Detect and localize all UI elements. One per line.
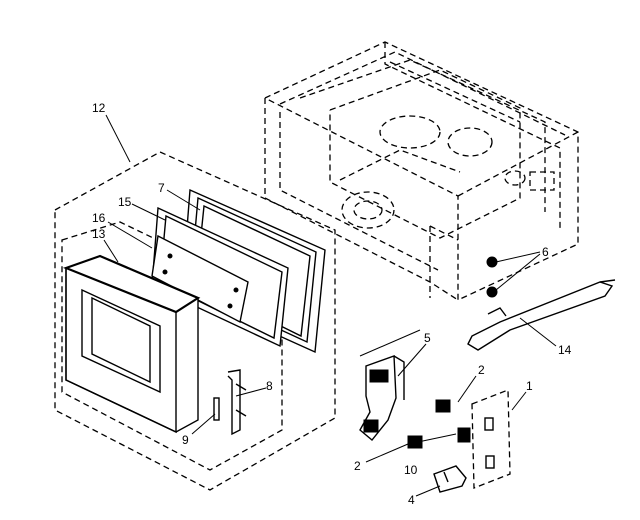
lever-arm xyxy=(467,279,616,351)
callout-5: 5 xyxy=(424,331,431,345)
switch-bracket xyxy=(359,355,405,441)
switch-group-outline xyxy=(471,389,511,489)
callout-10: 10 xyxy=(404,463,418,477)
switch-mount xyxy=(433,465,467,493)
callout-7: 7 xyxy=(158,181,165,195)
callout-14: 14 xyxy=(558,343,572,357)
callout-2a: 2 xyxy=(478,363,485,377)
leader-lines xyxy=(103,114,557,497)
callout-13: 13 xyxy=(92,227,106,241)
door-assembly-outline xyxy=(54,151,336,491)
callout-1: 1 xyxy=(526,379,533,393)
callout-labels: 12 7 15 16 13 8 9 6 14 5 2 1 2 10 4 xyxy=(92,101,572,507)
interlock-switches xyxy=(407,399,471,449)
callout-4: 4 xyxy=(408,493,415,507)
latch-spring xyxy=(213,397,220,421)
callout-9: 9 xyxy=(182,433,189,447)
callout-16: 16 xyxy=(92,211,106,225)
door-panel xyxy=(151,234,249,324)
callout-6: 6 xyxy=(542,245,549,259)
callout-8: 8 xyxy=(266,379,273,393)
callout-2b: 2 xyxy=(354,459,361,473)
door-outer-panel xyxy=(62,254,201,434)
latch-lever xyxy=(227,369,247,436)
cabinet-outline xyxy=(264,41,579,302)
callout-12: 12 xyxy=(92,101,106,115)
callout-15: 15 xyxy=(118,195,132,209)
screws xyxy=(486,256,498,298)
